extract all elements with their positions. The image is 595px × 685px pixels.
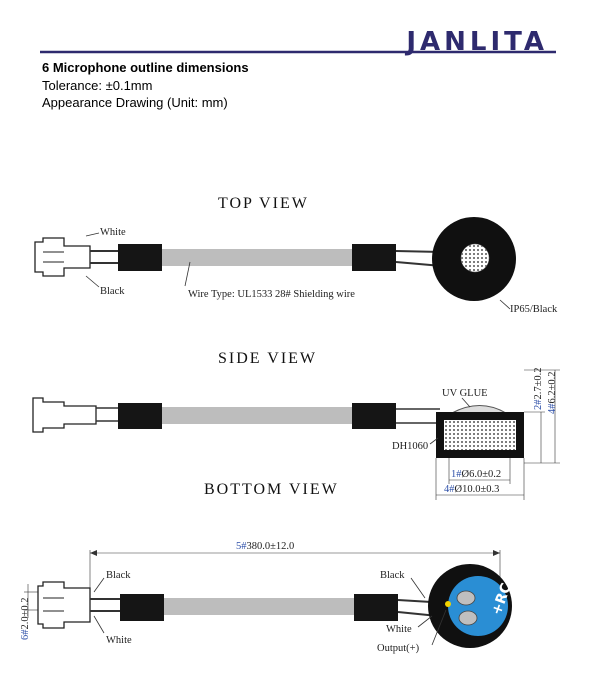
bottom-black-left-label: Black <box>106 570 131 581</box>
dia6-num: 1# <box>451 469 462 480</box>
bottom-view-drawing: 5#380.0±12.0 6#2.0±0.2 +RC Black <box>20 541 515 654</box>
top-connector <box>34 237 91 277</box>
brand-logo: JANLITA <box>40 27 556 57</box>
top-heatshrink-right <box>352 244 396 271</box>
bottom-white-left-label: White <box>106 635 132 646</box>
output-label: Output(+) <box>377 643 420 654</box>
pitch-num: 6# <box>20 629 31 640</box>
top-view-drawing: White Black Wire Type: UL1533 28# Shield… <box>34 217 558 315</box>
dia6-value: Ø6.0±0.2 <box>462 469 502 480</box>
dim-62-value: 6.2±0.2 <box>547 371 558 403</box>
svg-text:5#380.0±12.0: 5#380.0±12.0 <box>236 541 294 552</box>
side-connector <box>32 397 97 433</box>
dh1060-label: DH1060 <box>392 441 428 452</box>
top-mic-mesh <box>460 243 490 273</box>
tolerance-text: Tolerance: ±0.1mm <box>42 78 153 93</box>
svg-text:2#2.7±0.2: 2#2.7±0.2 <box>533 367 544 410</box>
top-black-label: Black <box>100 286 125 297</box>
bottom-black-right-label: Black <box>380 570 405 581</box>
dia10-num: 4# <box>444 484 455 495</box>
top-ip65-label: IP65/Black <box>510 304 558 315</box>
dim-62-num: 4# <box>547 403 558 414</box>
bottom-view-title: BOTTOM VIEW <box>204 481 339 498</box>
dim-27-num: 2# <box>533 399 544 410</box>
svg-text:6#2.0±0.2: 6#2.0±0.2 <box>20 597 31 640</box>
bottom-white-right-label: White <box>386 624 412 635</box>
pitch-value: 2.0±0.2 <box>20 597 31 629</box>
dim-27-value: 2.7±0.2 <box>533 367 544 399</box>
side-view-drawing: 2#2.7±0.2 4#6.2±0.2 1#Ø6.0±0.2 4#Ø10.0±0… <box>32 367 560 500</box>
top-cable <box>162 249 352 266</box>
drawing-unit-text: Appearance Drawing (Unit: mm) <box>42 95 228 110</box>
dia10-value: Ø10.0±0.3 <box>455 484 500 495</box>
top-white-label: White <box>100 227 126 238</box>
length-value: 380.0±12.0 <box>247 541 295 552</box>
top-wire-type-label: Wire Type: UL1533 28# Shielding wire <box>188 289 355 300</box>
svg-text:4#6.2±0.2: 4#6.2±0.2 <box>547 371 558 414</box>
uv-glue-label: UV GLUE <box>442 388 488 399</box>
svg-text:4#Ø10.0±0.3: 4#Ø10.0±0.3 <box>444 484 499 495</box>
top-heatshrink-left <box>118 244 162 271</box>
top-view-title: TOP VIEW <box>218 195 309 212</box>
svg-text:1#Ø6.0±0.2: 1#Ø6.0±0.2 <box>451 469 501 480</box>
bottom-connector <box>37 581 91 629</box>
section-title: 6 Microphone outline dimensions <box>42 60 249 75</box>
length-num: 5# <box>236 541 247 552</box>
side-view-title: SIDE VIEW <box>218 350 317 367</box>
side-uv-glue <box>451 405 508 414</box>
